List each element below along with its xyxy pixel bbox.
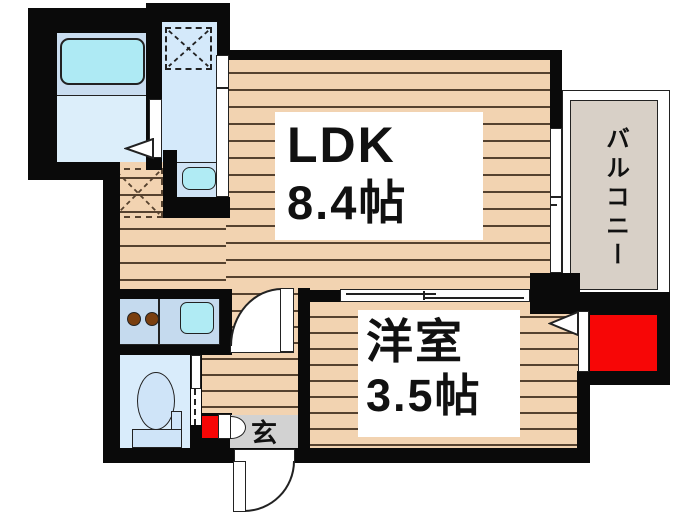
ldk-door-leaf xyxy=(280,288,294,352)
wall xyxy=(310,290,342,302)
toilet-tank-icon xyxy=(132,429,182,448)
toilet-door xyxy=(191,355,201,389)
bathtub-icon xyxy=(60,38,145,85)
washroom xyxy=(162,22,217,162)
stove-burner-icon xyxy=(145,312,159,326)
washbasin-icon xyxy=(182,167,216,190)
sliding-window-icon xyxy=(340,289,530,302)
door-direction-triangle-icon xyxy=(124,138,154,160)
entrance-label: 玄 xyxy=(250,418,277,448)
window-pane-tick xyxy=(423,291,425,300)
western-room-name: 洋室 xyxy=(366,315,464,368)
entrance-step-door-leaf xyxy=(218,414,231,439)
wall xyxy=(552,292,670,314)
wall xyxy=(577,371,590,463)
wall xyxy=(163,197,230,218)
wall xyxy=(298,288,310,463)
washroom-door xyxy=(216,55,229,197)
door-swing-arc-icon xyxy=(244,461,295,512)
wall xyxy=(28,8,57,180)
western-room-size: 3.5帖 xyxy=(366,370,482,422)
wall xyxy=(103,162,120,463)
red-marker xyxy=(590,315,657,371)
wall xyxy=(550,60,562,133)
balcony-area xyxy=(570,100,658,290)
washroom-door-tick xyxy=(216,87,229,89)
wall xyxy=(558,273,580,313)
washing-machine-space-icon xyxy=(165,27,212,70)
door-direction-triangle-icon xyxy=(548,311,579,337)
toilet-bowl-icon xyxy=(137,372,175,430)
refrigerator-space-icon xyxy=(113,168,163,218)
ldk-name: LDK xyxy=(287,117,396,173)
entrance-door-leaf xyxy=(233,461,246,512)
red-marker xyxy=(202,416,218,438)
toilet-door-track xyxy=(191,389,201,425)
wall xyxy=(105,345,232,355)
wall xyxy=(28,8,162,33)
wall xyxy=(577,371,670,385)
kitchen-sink-icon xyxy=(180,302,214,334)
window-pane-line xyxy=(424,297,524,299)
wall xyxy=(217,3,230,57)
window-pane-line xyxy=(346,293,436,295)
toilet-flush-icon xyxy=(171,411,182,431)
wall xyxy=(105,448,590,463)
ldk-label: LDK 8.4帖 xyxy=(275,112,483,240)
ldk-size: 8.4帖 xyxy=(287,176,408,229)
wall xyxy=(146,3,230,22)
window-tick xyxy=(550,204,557,206)
wall xyxy=(220,295,232,352)
balcony-label: バルコニー xyxy=(601,125,629,271)
window-tick xyxy=(550,196,562,198)
stove-burner-icon xyxy=(127,312,141,326)
western-room-label: 洋室 3.5帖 xyxy=(358,310,520,437)
wall xyxy=(117,289,232,299)
balcony-window-icon xyxy=(550,128,562,273)
kitchen-counter-divider xyxy=(158,298,160,345)
wall xyxy=(28,162,117,180)
wall xyxy=(226,50,562,60)
closet-door-jamb xyxy=(578,311,589,372)
wall xyxy=(195,438,232,463)
